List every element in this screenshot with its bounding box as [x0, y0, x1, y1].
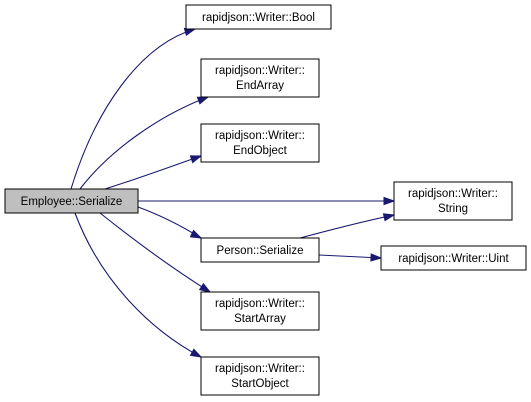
node-writer-endobject-label-line1: rapidjson::Writer::	[215, 130, 305, 142]
edge-to-person	[137, 206, 203, 239]
node-writer-endobject-label-line2: EndObject	[233, 145, 288, 157]
node-writer-startobject-label-line1: rapidjson::Writer::	[215, 363, 305, 375]
node-writer-uint-label: rapidjson::Writer::Uint	[398, 253, 509, 265]
node-writer-string-label-line2: String	[438, 203, 468, 215]
edge-to-endarray	[79, 96, 210, 190]
node-writer-startobject-label-line2: StartObject	[231, 378, 289, 390]
node-writer-startarray-label-line2: StartArray	[234, 313, 286, 325]
node-writer-startarray-label-line1: rapidjson::Writer::	[215, 298, 305, 310]
node-person-serialize-label: Person::Serialize	[217, 245, 304, 257]
node-person-serialize[interactable]: Person::Serialize	[200, 237, 320, 263]
node-writer-startarray[interactable]: rapidjson::Writer:: StartArray	[200, 291, 320, 331]
edge-person-to-uint	[318, 253, 383, 262]
node-writer-endarray-label-line2: EndArray	[236, 80, 284, 92]
edge-person-to-string	[299, 213, 396, 239]
node-writer-endobject[interactable]: rapidjson::Writer:: EndObject	[200, 123, 320, 163]
call-edges	[70, 27, 396, 358]
node-writer-endarray[interactable]: rapidjson::Writer:: EndArray	[200, 58, 320, 98]
node-writer-string-label-line1: rapidjson::Writer::	[408, 188, 498, 200]
edge-to-startobject	[74, 212, 203, 358]
node-writer-endarray-label-line1: rapidjson::Writer::	[215, 65, 305, 77]
node-writer-uint[interactable]: rapidjson::Writer::Uint	[380, 245, 527, 271]
node-employee-serialize[interactable]: Employee::Serialize	[4, 188, 139, 214]
edge-to-endobject	[104, 155, 203, 190]
node-writer-string[interactable]: rapidjson::Writer:: String	[393, 181, 513, 221]
node-employee-serialize-label: Employee::Serialize	[21, 196, 123, 208]
node-writer-bool-label: rapidjson::Writer::Bool	[202, 12, 315, 24]
edge-to-startarray	[99, 212, 212, 293]
node-writer-bool[interactable]: rapidjson::Writer::Bool	[185, 4, 332, 30]
node-writer-startobject[interactable]: rapidjson::Writer:: StartObject	[200, 356, 320, 396]
edge-to-string	[138, 196, 396, 206]
